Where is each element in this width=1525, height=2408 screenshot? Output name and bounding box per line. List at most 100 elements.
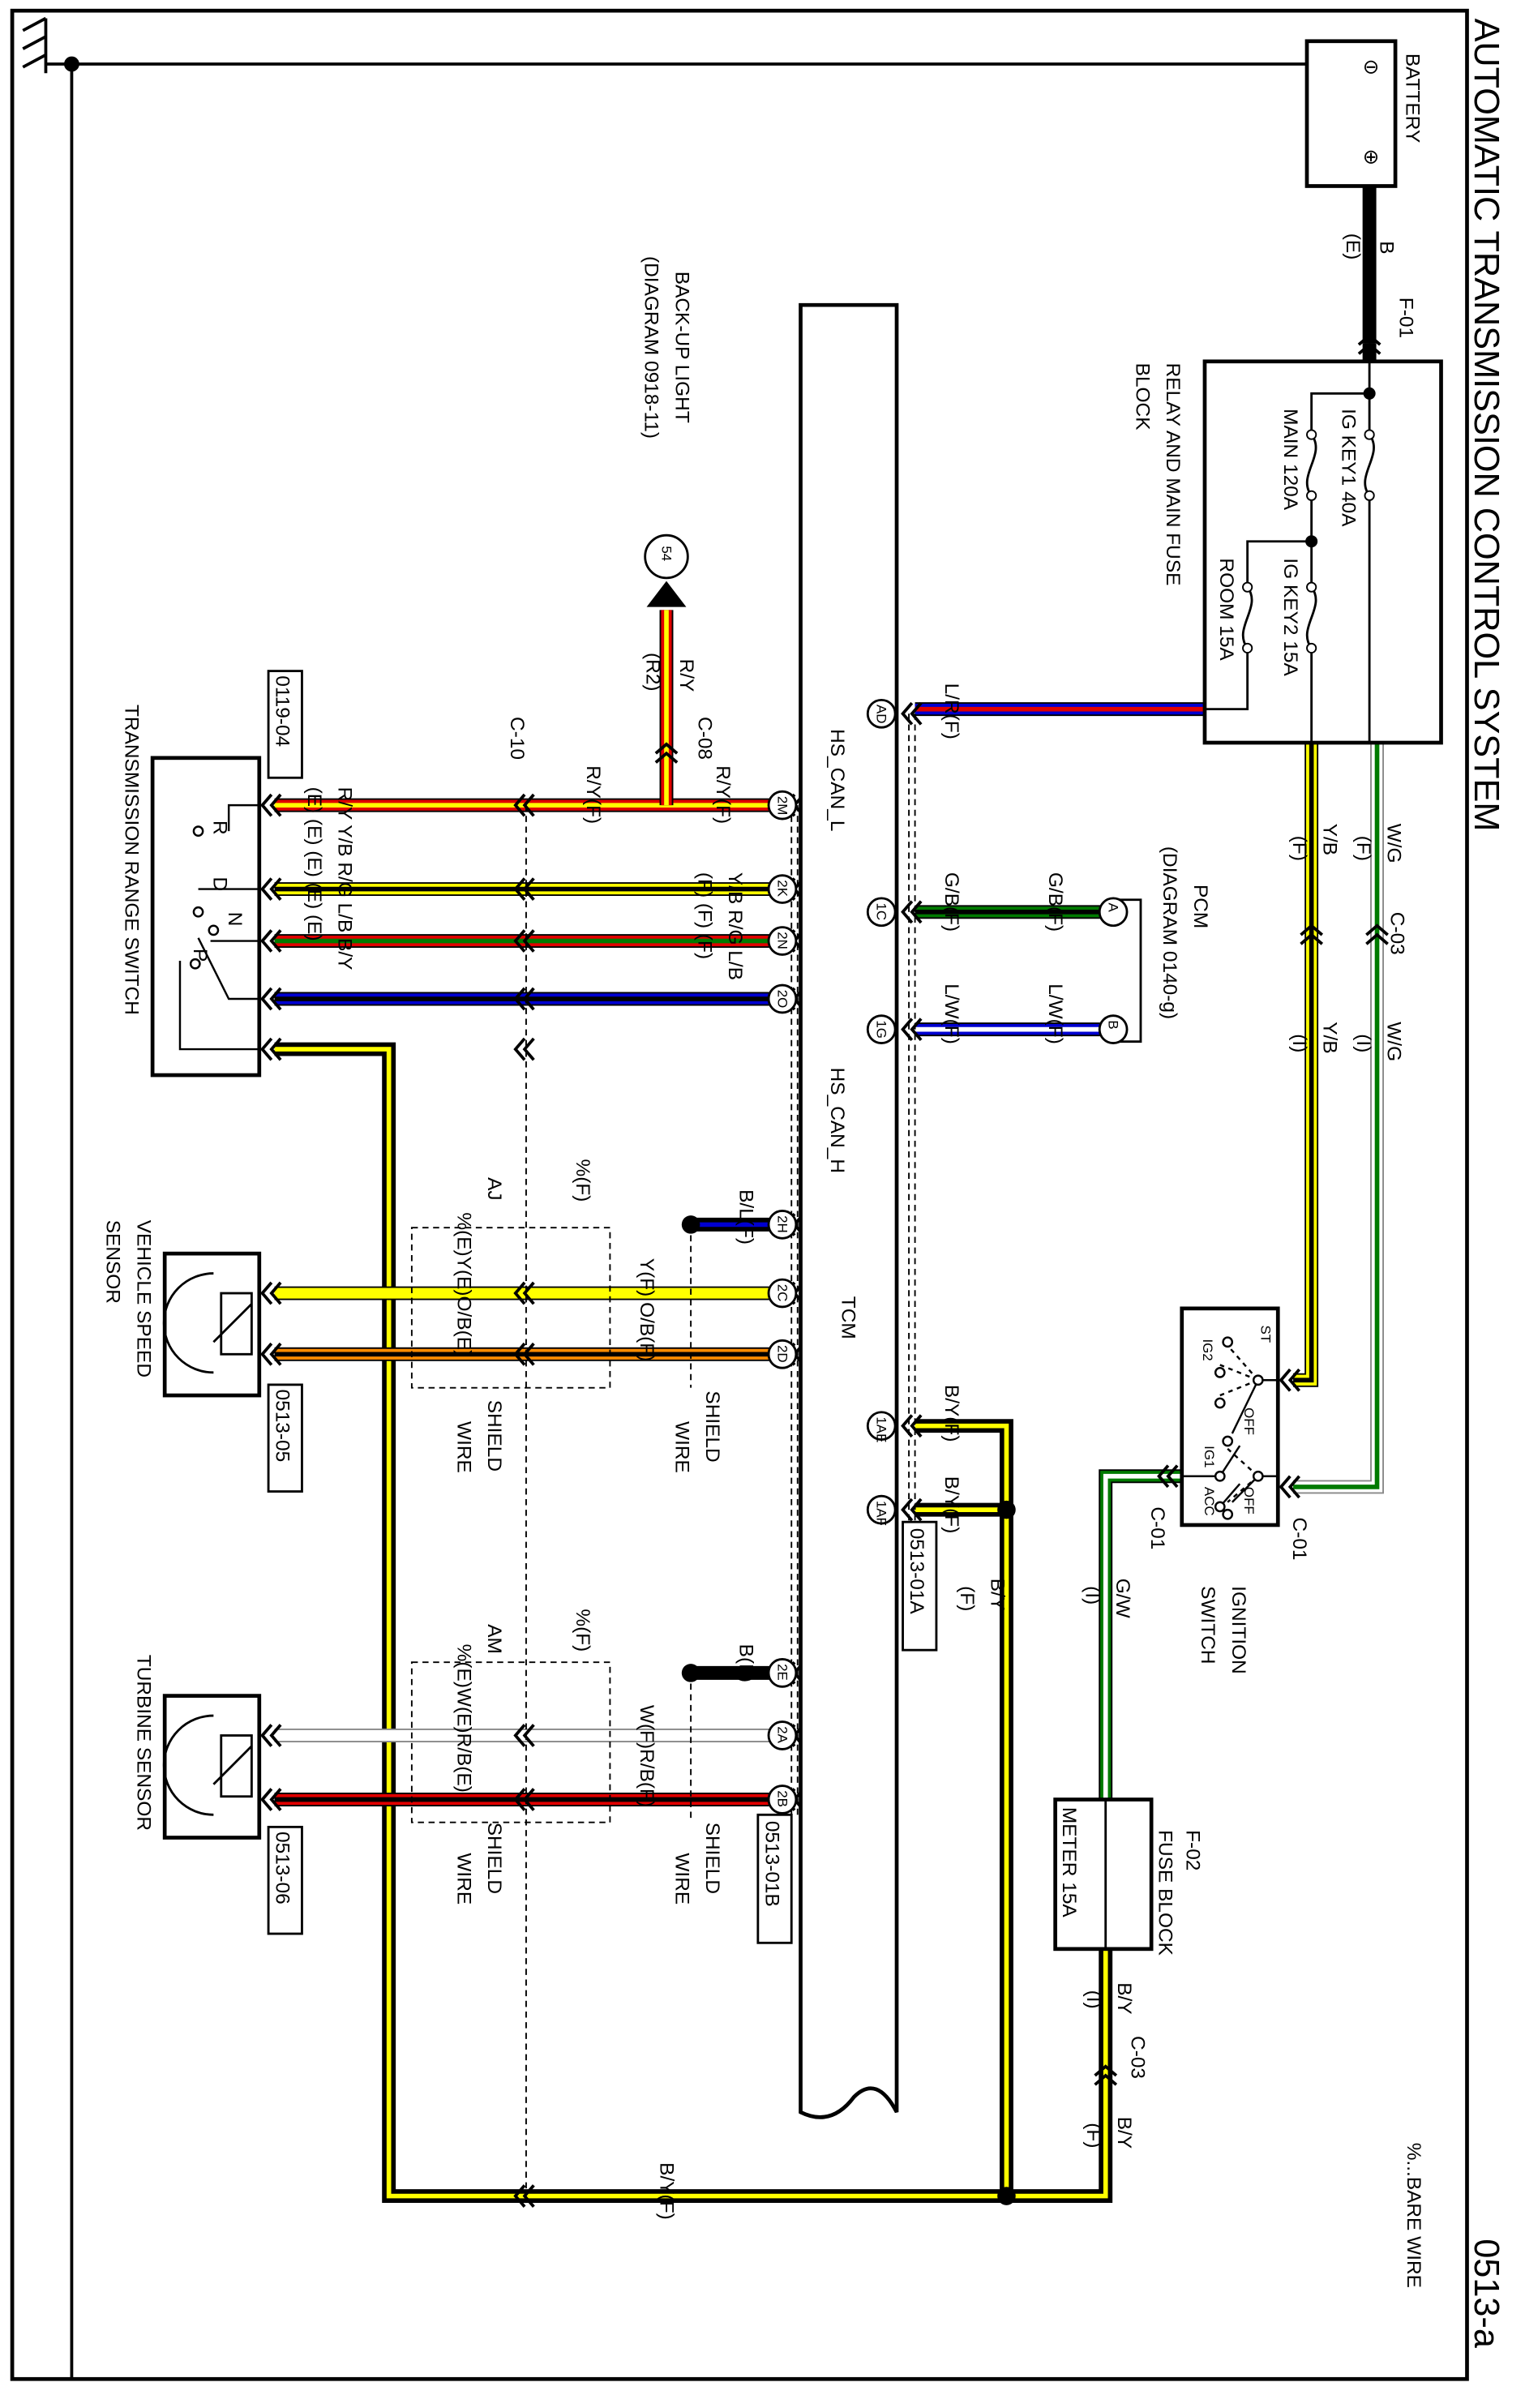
wire-label: W(F)R/B(F) <box>636 1705 658 1807</box>
connector-chevron-icon <box>513 1342 535 1366</box>
pin-label: 2C <box>774 1284 790 1302</box>
switch-position-label: IG1 <box>1202 1446 1217 1468</box>
connector-chevron-icon <box>513 1788 535 1811</box>
shield-ground-dot <box>681 1664 700 1682</box>
wire-label: B/Y(F) <box>940 1476 962 1534</box>
wire-label: Y/B <box>1319 824 1341 855</box>
wire-label: (I) <box>1352 1034 1374 1052</box>
wire-label: (F) (F) (F) <box>694 872 716 959</box>
range-position-label: N <box>224 912 246 927</box>
connector-label: C-10 <box>506 717 528 760</box>
connector-chevron-icon <box>901 1498 923 1522</box>
connector-chevron-icon <box>513 987 535 1011</box>
switch-position-label: ACC <box>1202 1487 1217 1516</box>
vss-label: VEHICLE SPEED <box>132 1220 154 1378</box>
pin-2o <box>767 983 798 1014</box>
junction <box>997 2187 1016 2205</box>
shield-ground-dot <box>681 1215 700 1234</box>
pin-label: 2K <box>774 880 790 897</box>
connector-chevron-icon <box>260 1342 282 1366</box>
wire-label: AM <box>483 1624 505 1654</box>
turbine-sensor-label: TURBINE SENSOR <box>132 1655 154 1831</box>
connector-box <box>902 1520 938 1652</box>
diagram-link-number: 54 <box>658 546 674 561</box>
fuse-block-id: F-02 <box>1181 1830 1203 1870</box>
junction <box>1305 535 1318 548</box>
wire-label: B/Y <box>1113 2117 1135 2149</box>
wire-label: L/R(F) <box>940 683 962 739</box>
battery-minus-icon: ⊖ <box>1363 56 1379 78</box>
pin-2k <box>767 874 798 904</box>
fuse-label: ROOM 15A <box>1215 558 1237 661</box>
connector-chevron-icon <box>260 1724 282 1747</box>
battery-plus-icon: ⊕ <box>1363 146 1379 168</box>
battery-label: BATTERY <box>1401 54 1423 143</box>
wire-label: %(E)W(E)R/B(E) <box>452 1644 474 1793</box>
fuse-terminal <box>1364 490 1375 501</box>
pin-a <box>1098 897 1129 928</box>
pin-label: 2H <box>774 1215 790 1233</box>
tcm-label: TCM <box>837 1296 859 1339</box>
connector-chevron-icon <box>513 929 535 953</box>
fuse-terminal <box>1306 429 1317 440</box>
connector-chevron-icon <box>1300 923 1324 945</box>
fuse-terminal <box>1306 490 1317 501</box>
connector-box <box>267 1825 303 1935</box>
fuse-icon <box>1241 586 1253 649</box>
backup-light-label: BACK-UP LIGHT <box>670 272 692 423</box>
wire-gw <box>1099 1469 1182 1800</box>
connector-chevron-icon <box>260 793 282 817</box>
wire-label: (I) <box>1082 1990 1104 2009</box>
connector-chevron-icon <box>513 793 535 817</box>
wire-by <box>915 1419 1013 2196</box>
connector-chevron-icon <box>901 900 923 924</box>
shield-label: SHIELD <box>701 1823 723 1894</box>
wire-label: B/Y(F) <box>655 2162 677 2220</box>
relay-block-label: RELAY AND MAIN FUSE <box>1162 363 1184 586</box>
fuse-label: MAIN 120A <box>1279 409 1301 511</box>
pin-label: 2O <box>774 990 790 1009</box>
vss-label: SENSOR <box>102 1220 124 1304</box>
connector-chevron-icon <box>260 877 282 901</box>
diagram-link-node[interactable] <box>644 533 689 580</box>
sensor-icon <box>162 1714 253 1816</box>
shield-label: WIRE <box>452 1853 474 1905</box>
connector-id: 0119-04 <box>271 675 293 747</box>
pin-label: 2E <box>774 1664 790 1681</box>
wire-label: %(F) <box>572 1609 593 1652</box>
wire-label: B/Y <box>1113 1982 1135 2014</box>
wire-label: (F) <box>1082 2123 1104 2148</box>
shield-label: WIRE <box>670 1421 692 1473</box>
wire-label: G/B(F) <box>1044 872 1066 932</box>
shield-label: SHIELD <box>483 1823 505 1894</box>
pin-2d <box>767 1339 798 1369</box>
battery-box <box>1304 39 1398 188</box>
wire-label: B/L(F) <box>735 1189 756 1245</box>
sensor-icon <box>162 1272 253 1374</box>
connector-chevron-icon <box>513 1724 535 1747</box>
arrow-icon <box>646 581 687 607</box>
ground-icon <box>22 16 1365 2380</box>
wire-label: B/Y(F) <box>940 1385 962 1442</box>
connector-id: 0513-01B <box>760 1821 782 1907</box>
connector-chevron-icon <box>1365 923 1389 945</box>
wire-label: (I) <box>1081 1586 1103 1605</box>
fuse-label: METER 15A <box>1058 1807 1080 1918</box>
connector-id: 0513-06 <box>271 1832 293 1905</box>
fuse-terminal <box>1306 642 1317 653</box>
pin-1g <box>866 1014 897 1044</box>
connector-chevron-icon <box>513 877 535 901</box>
ignition-switch-label: SWITCH <box>1197 1586 1219 1664</box>
range-switch-label: TRANSMISSION RANGE SWITCH <box>120 705 142 1015</box>
wire-label: %(F) <box>572 1159 593 1202</box>
wire-label: AJ <box>483 1177 505 1201</box>
range-position-label: P <box>189 949 211 962</box>
connector-chevron-icon <box>260 987 282 1011</box>
shield-box <box>410 1227 611 1389</box>
pin-b <box>1098 1014 1129 1044</box>
range-position-label: R <box>208 821 230 835</box>
connector-label: C-01 <box>1288 1518 1310 1561</box>
wire-yb <box>1293 743 1319 1387</box>
shield-label: SHIELD <box>701 1390 723 1462</box>
wire-label: L/W(F) <box>1044 983 1066 1044</box>
